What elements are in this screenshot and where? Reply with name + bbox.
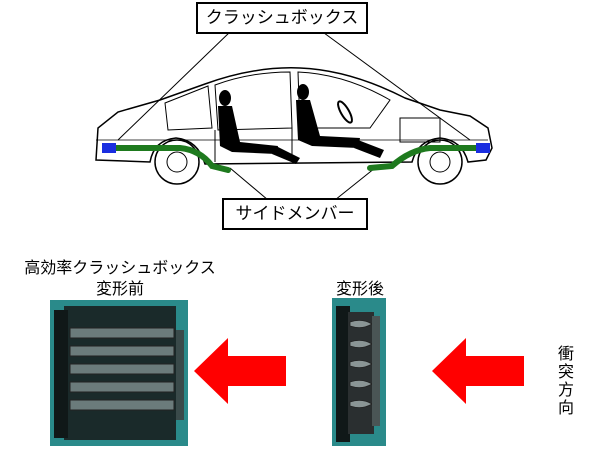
callout-line-bottom-right xyxy=(334,167,376,201)
impact-direction-char: 方 xyxy=(557,380,574,399)
before-photo xyxy=(50,300,188,446)
impact-arrow-before xyxy=(194,338,286,404)
crash-box-rear xyxy=(102,143,116,153)
rear-door-window xyxy=(214,71,293,131)
impact-arrow-after xyxy=(432,338,524,404)
front-occupant xyxy=(296,84,384,158)
after-photo xyxy=(332,298,386,446)
callout-line-left xyxy=(117,29,233,141)
side-member xyxy=(109,145,483,173)
engine-block xyxy=(399,117,441,143)
before-title-line2: 変形前 xyxy=(95,279,144,298)
steering-wheel xyxy=(337,100,353,124)
after-title: 変形後 xyxy=(335,279,384,298)
before-title-line1: 高効率クラッシュボックス xyxy=(24,258,216,277)
crash-box-front xyxy=(476,143,490,153)
crash-box-callout-label: クラッシュボックス xyxy=(196,2,368,34)
rear-window xyxy=(164,85,213,131)
front-door-window xyxy=(297,71,391,129)
impact-direction-char: 向 xyxy=(557,398,574,417)
callout-line-right xyxy=(319,29,471,141)
rear-occupant xyxy=(218,90,300,164)
impact-direction-char: 突 xyxy=(557,362,574,381)
impact-direction-label: 衝 突 方 向 xyxy=(556,345,576,417)
callout-line-bottom-left xyxy=(229,167,269,201)
side-member-callout-label: サイドメンバー xyxy=(222,198,368,230)
impact-direction-char: 衝 xyxy=(557,344,574,363)
car-diagram xyxy=(95,29,493,201)
